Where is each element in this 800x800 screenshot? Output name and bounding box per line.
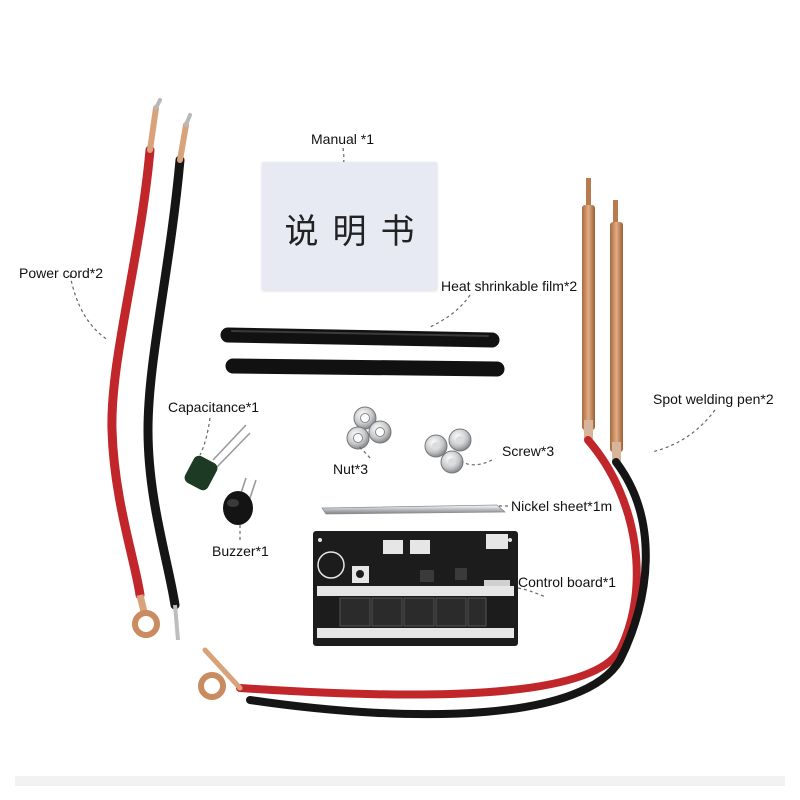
buzzer [223, 477, 257, 525]
leader-power-cord [69, 274, 109, 341]
label-nut: Nut*3 [333, 461, 369, 477]
label-power-cord: Power cord*2 [19, 265, 104, 281]
leader-capacitance [199, 417, 211, 456]
screws [424, 428, 472, 474]
label-buzzer: Buzzer*1 [212, 543, 269, 559]
spot-welding-pens [198, 178, 650, 719]
label-heat-film: Heat shrinkable film*2 [441, 278, 578, 294]
manual-booklet: 说明书 [262, 162, 437, 290]
nickel-sheet [321, 504, 507, 515]
leader-nut [357, 444, 371, 459]
leader-heat-film [427, 294, 471, 329]
power-cord-black [143, 113, 192, 641]
power-cord-red [107, 98, 162, 638]
label-nickel: Nickel sheet*1m [511, 498, 613, 514]
control-board [313, 531, 518, 646]
nuts [346, 406, 392, 450]
label-control-board: Control board*1 [518, 574, 617, 590]
label-capacitance: Capacitance*1 [168, 399, 260, 415]
label-screw: Screw*3 [502, 443, 555, 459]
leader-lines [69, 147, 716, 598]
leader-control-board [517, 587, 547, 598]
leader-spot-pen [651, 409, 716, 453]
label-spot-pen: Spot welding pen*2 [653, 391, 774, 407]
floor-strip [15, 776, 785, 786]
leader-screw [461, 459, 493, 466]
manual-cover-text: 说明书 [284, 212, 429, 252]
label-manual: Manual *1 [311, 131, 375, 147]
heat-shrink-tubes [220, 327, 505, 377]
capacitor [184, 424, 251, 491]
leader-manual [341, 147, 345, 181]
